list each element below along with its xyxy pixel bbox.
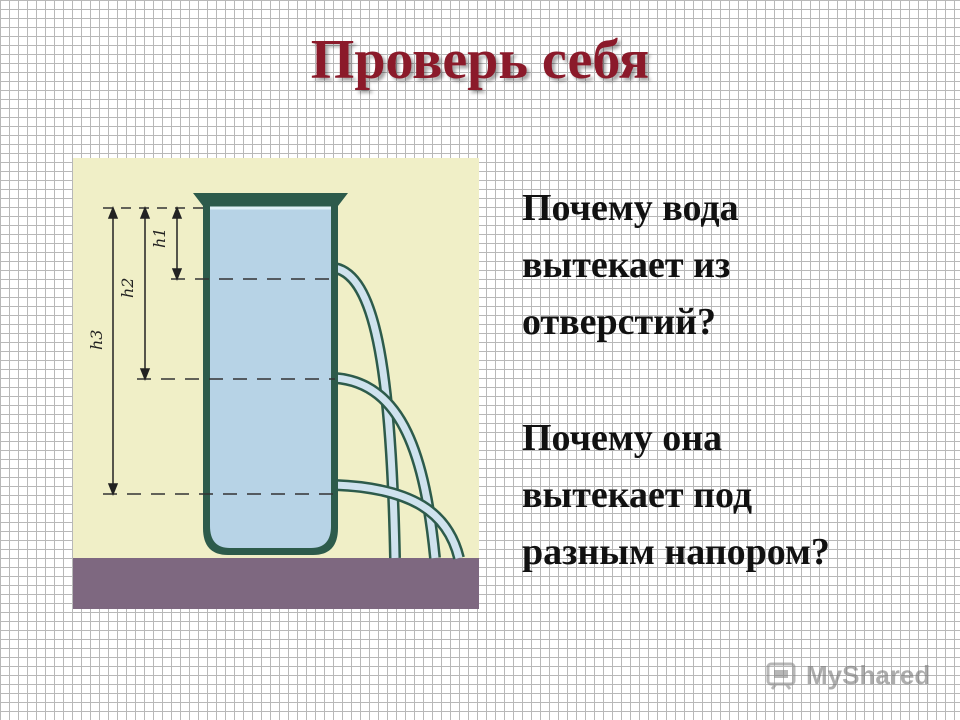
vessel-diagram: h1 h2 h3 bbox=[73, 158, 479, 609]
watermark: MyShared bbox=[766, 655, 930, 695]
water-fill bbox=[210, 208, 331, 548]
question-2: Почему она вытекает под разным напором? bbox=[522, 417, 830, 573]
dimension-arrows bbox=[107, 205, 183, 497]
question-1: Почему вода вытекает из отверстий? bbox=[522, 187, 739, 343]
water-jet-middle-inner bbox=[334, 374, 439, 559]
water-jet-bottom-inner bbox=[334, 481, 463, 559]
myshared-logo-icon bbox=[766, 662, 796, 690]
watermark-text: MyShared bbox=[806, 659, 931, 690]
label-h3: h3 bbox=[87, 330, 106, 350]
label-h1: h1 bbox=[150, 228, 169, 248]
label-h2: h2 bbox=[118, 278, 137, 298]
slide-title: Проверь себя bbox=[310, 29, 650, 91]
water-jet-top-inner bbox=[334, 264, 399, 559]
ground bbox=[73, 558, 479, 609]
